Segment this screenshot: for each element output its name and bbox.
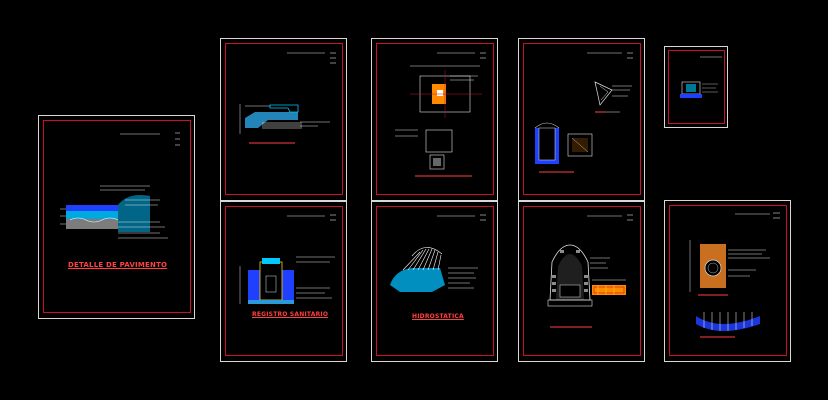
- sheet-estructura-frame: [523, 206, 641, 356]
- sheet-pozo: [518, 38, 645, 201]
- sheet-pavimento: [38, 115, 195, 319]
- mini-detail: [680, 81, 718, 98]
- sheet-hidrostatica: [371, 201, 498, 362]
- pavimento-detail: [60, 185, 168, 239]
- sheet-estructura: [518, 201, 645, 362]
- sheet-sumidero: [220, 38, 347, 201]
- caja-detail: [395, 65, 482, 170]
- pozo-detail: [534, 81, 632, 164]
- buzon-title: REGISTRO SANITARIO: [252, 311, 329, 318]
- sheet-sumidero-frame: [225, 43, 343, 195]
- sheet-mini: [664, 46, 728, 128]
- sumidero-detail: [239, 104, 330, 134]
- sheet-buzon: [220, 201, 347, 362]
- sheet-mini-frame: [668, 50, 725, 124]
- hidrostatica-detail: [390, 247, 478, 292]
- estructura-detail: [547, 244, 626, 307]
- sheet-caja: [371, 38, 498, 201]
- sheet-tuberia-frame: [669, 205, 787, 356]
- buzon-detail: [239, 256, 335, 304]
- sheet-pozo-frame: [523, 43, 641, 195]
- sheet-tuberia: [664, 200, 791, 362]
- sheet-pavimento-frame: [43, 120, 191, 313]
- tuberia-detail: [689, 240, 770, 331]
- title-blocks: [120, 52, 780, 221]
- pavimento-title: DETALLE DE PAVIMENTO: [68, 261, 168, 269]
- subtitle-stubs: [249, 111, 735, 338]
- hidrostatica-title: HIDROSTATICA: [412, 313, 464, 320]
- sheet-hidrostatica-frame: [376, 206, 494, 356]
- sheet-caja-frame: [376, 43, 494, 195]
- sheet-buzon-frame: [225, 206, 343, 356]
